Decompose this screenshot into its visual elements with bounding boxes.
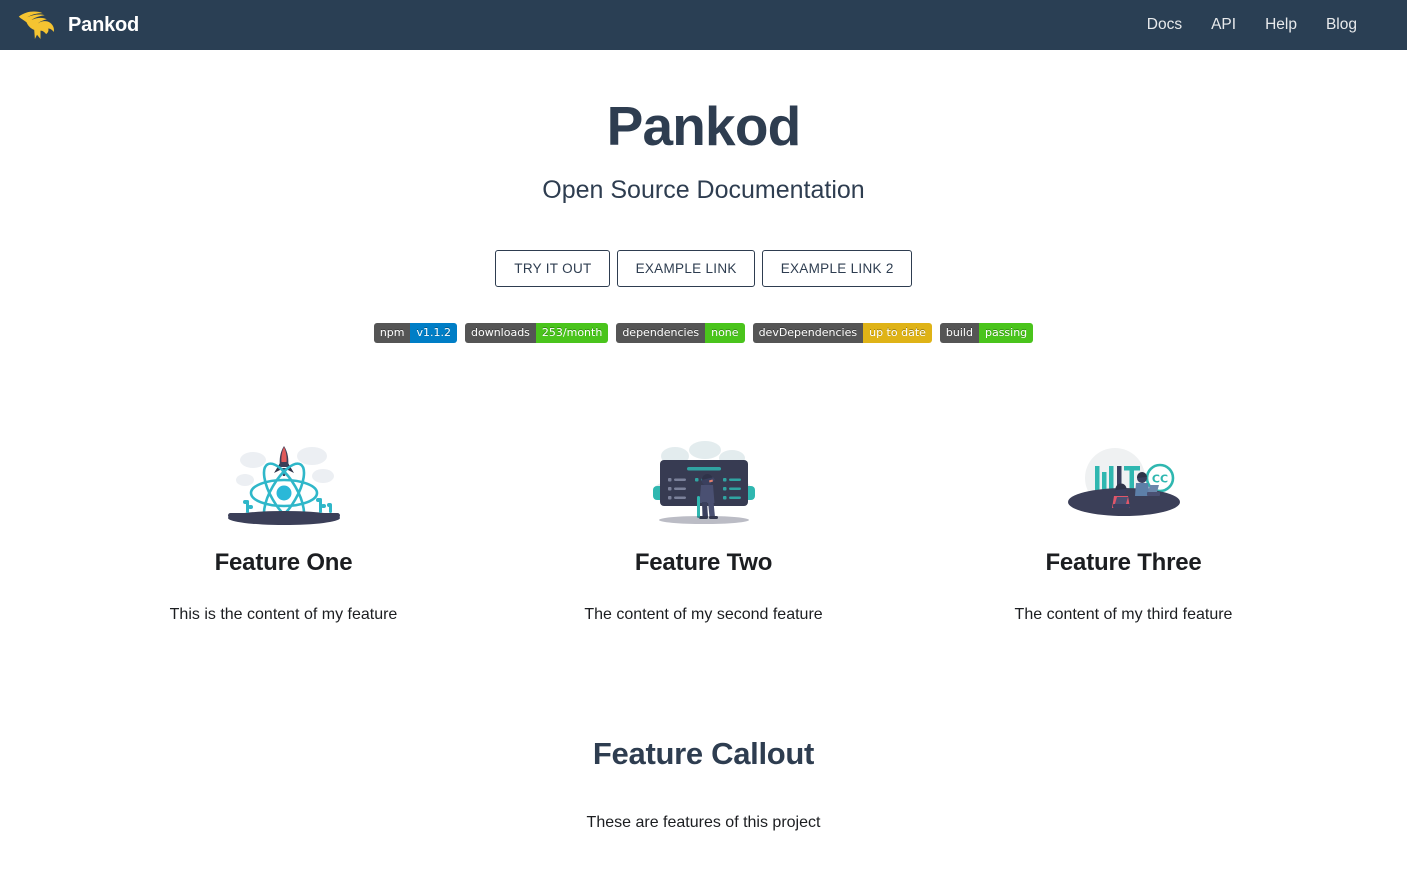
feature-callout-section: Feature Callout These are features of th… [0, 735, 1407, 875]
feature-one-title: Feature One [214, 549, 353, 577]
page-title: Pankod [606, 95, 802, 157]
badge-downloads-label: downloads [464, 323, 536, 344]
badge-dependencies[interactable]: dependencies none [616, 323, 745, 344]
top-navigation-bar: Pankod Docs API Help Blog [0, 0, 1407, 50]
mit-creative-commons-license-icon: CC [1067, 448, 1180, 517]
badge-npm-label: npm [373, 323, 411, 344]
person-at-dashboard-icon [652, 441, 755, 525]
badge-build-label: build [939, 323, 979, 344]
react-atom-rocket-icon [227, 446, 340, 526]
features-section: Feature One This is the content of my fe… [0, 438, 1407, 626]
badge-downloads[interactable]: downloads 253/month [464, 323, 609, 344]
badge-dev-dependencies[interactable]: devDependencies up to date [752, 323, 932, 344]
svg-text:CC: CC [1151, 473, 1167, 486]
brand-home-link[interactable]: Pankod [16, 8, 139, 42]
feature-one-text: This is the content of my feature [169, 606, 398, 624]
feature-card-two: Feature Two The content of my second fea… [494, 438, 914, 626]
badge-npm[interactable]: npm v1.1.2 [373, 323, 457, 344]
example-link-2-button[interactable]: EXAMPLE LINK 2 [761, 249, 912, 288]
badge-dependencies-label: dependencies [616, 323, 706, 344]
feature-three-title: Feature Three [1045, 549, 1202, 577]
badge-build[interactable]: build passing [939, 323, 1034, 344]
nav-link-api[interactable]: API [1211, 16, 1237, 34]
badge-dev-dependencies-label: devDependencies [752, 323, 864, 344]
badge-downloads-value: 253/month [535, 323, 609, 344]
badge-npm-value: v1.1.2 [410, 323, 457, 344]
callout-title: Feature Callout [592, 735, 815, 771]
try-it-out-button[interactable]: TRY IT OUT [495, 249, 610, 288]
example-link-button[interactable]: EXAMPLE LINK [616, 249, 755, 288]
badge-dev-dependencies-value: up to date [863, 323, 932, 344]
nav-links: Docs API Help Blog [1147, 17, 1385, 33]
page-subtitle: Open Source Documentation [542, 175, 865, 204]
callout-text: These are features of this project [586, 813, 821, 831]
feature-two-title: Feature Two [634, 549, 773, 577]
hero-button-group: TRY IT OUT EXAMPLE LINK EXAMPLE LINK 2 [0, 249, 1407, 288]
feature-two-text: The content of my second feature [584, 606, 823, 624]
badge-row: npm v1.1.2 downloads 253/month dependenc… [0, 323, 1407, 344]
hero-section: Pankod Open Source Documentation TRY IT … [0, 50, 1407, 344]
feature-card-three: CC Fe [914, 438, 1334, 626]
nav-link-docs[interactable]: Docs [1146, 16, 1183, 34]
brand-name: Pankod [68, 14, 140, 36]
gazelle-head-logo-icon [18, 11, 54, 39]
badge-build-value: passing [978, 323, 1034, 344]
nav-link-help[interactable]: Help [1265, 16, 1297, 34]
feature-three-text: The content of my third feature [1014, 606, 1233, 624]
feature-card-one: Feature One This is the content of my fe… [74, 438, 494, 626]
nav-link-blog[interactable]: Blog [1325, 16, 1357, 34]
badge-dependencies-value: none [705, 323, 745, 344]
